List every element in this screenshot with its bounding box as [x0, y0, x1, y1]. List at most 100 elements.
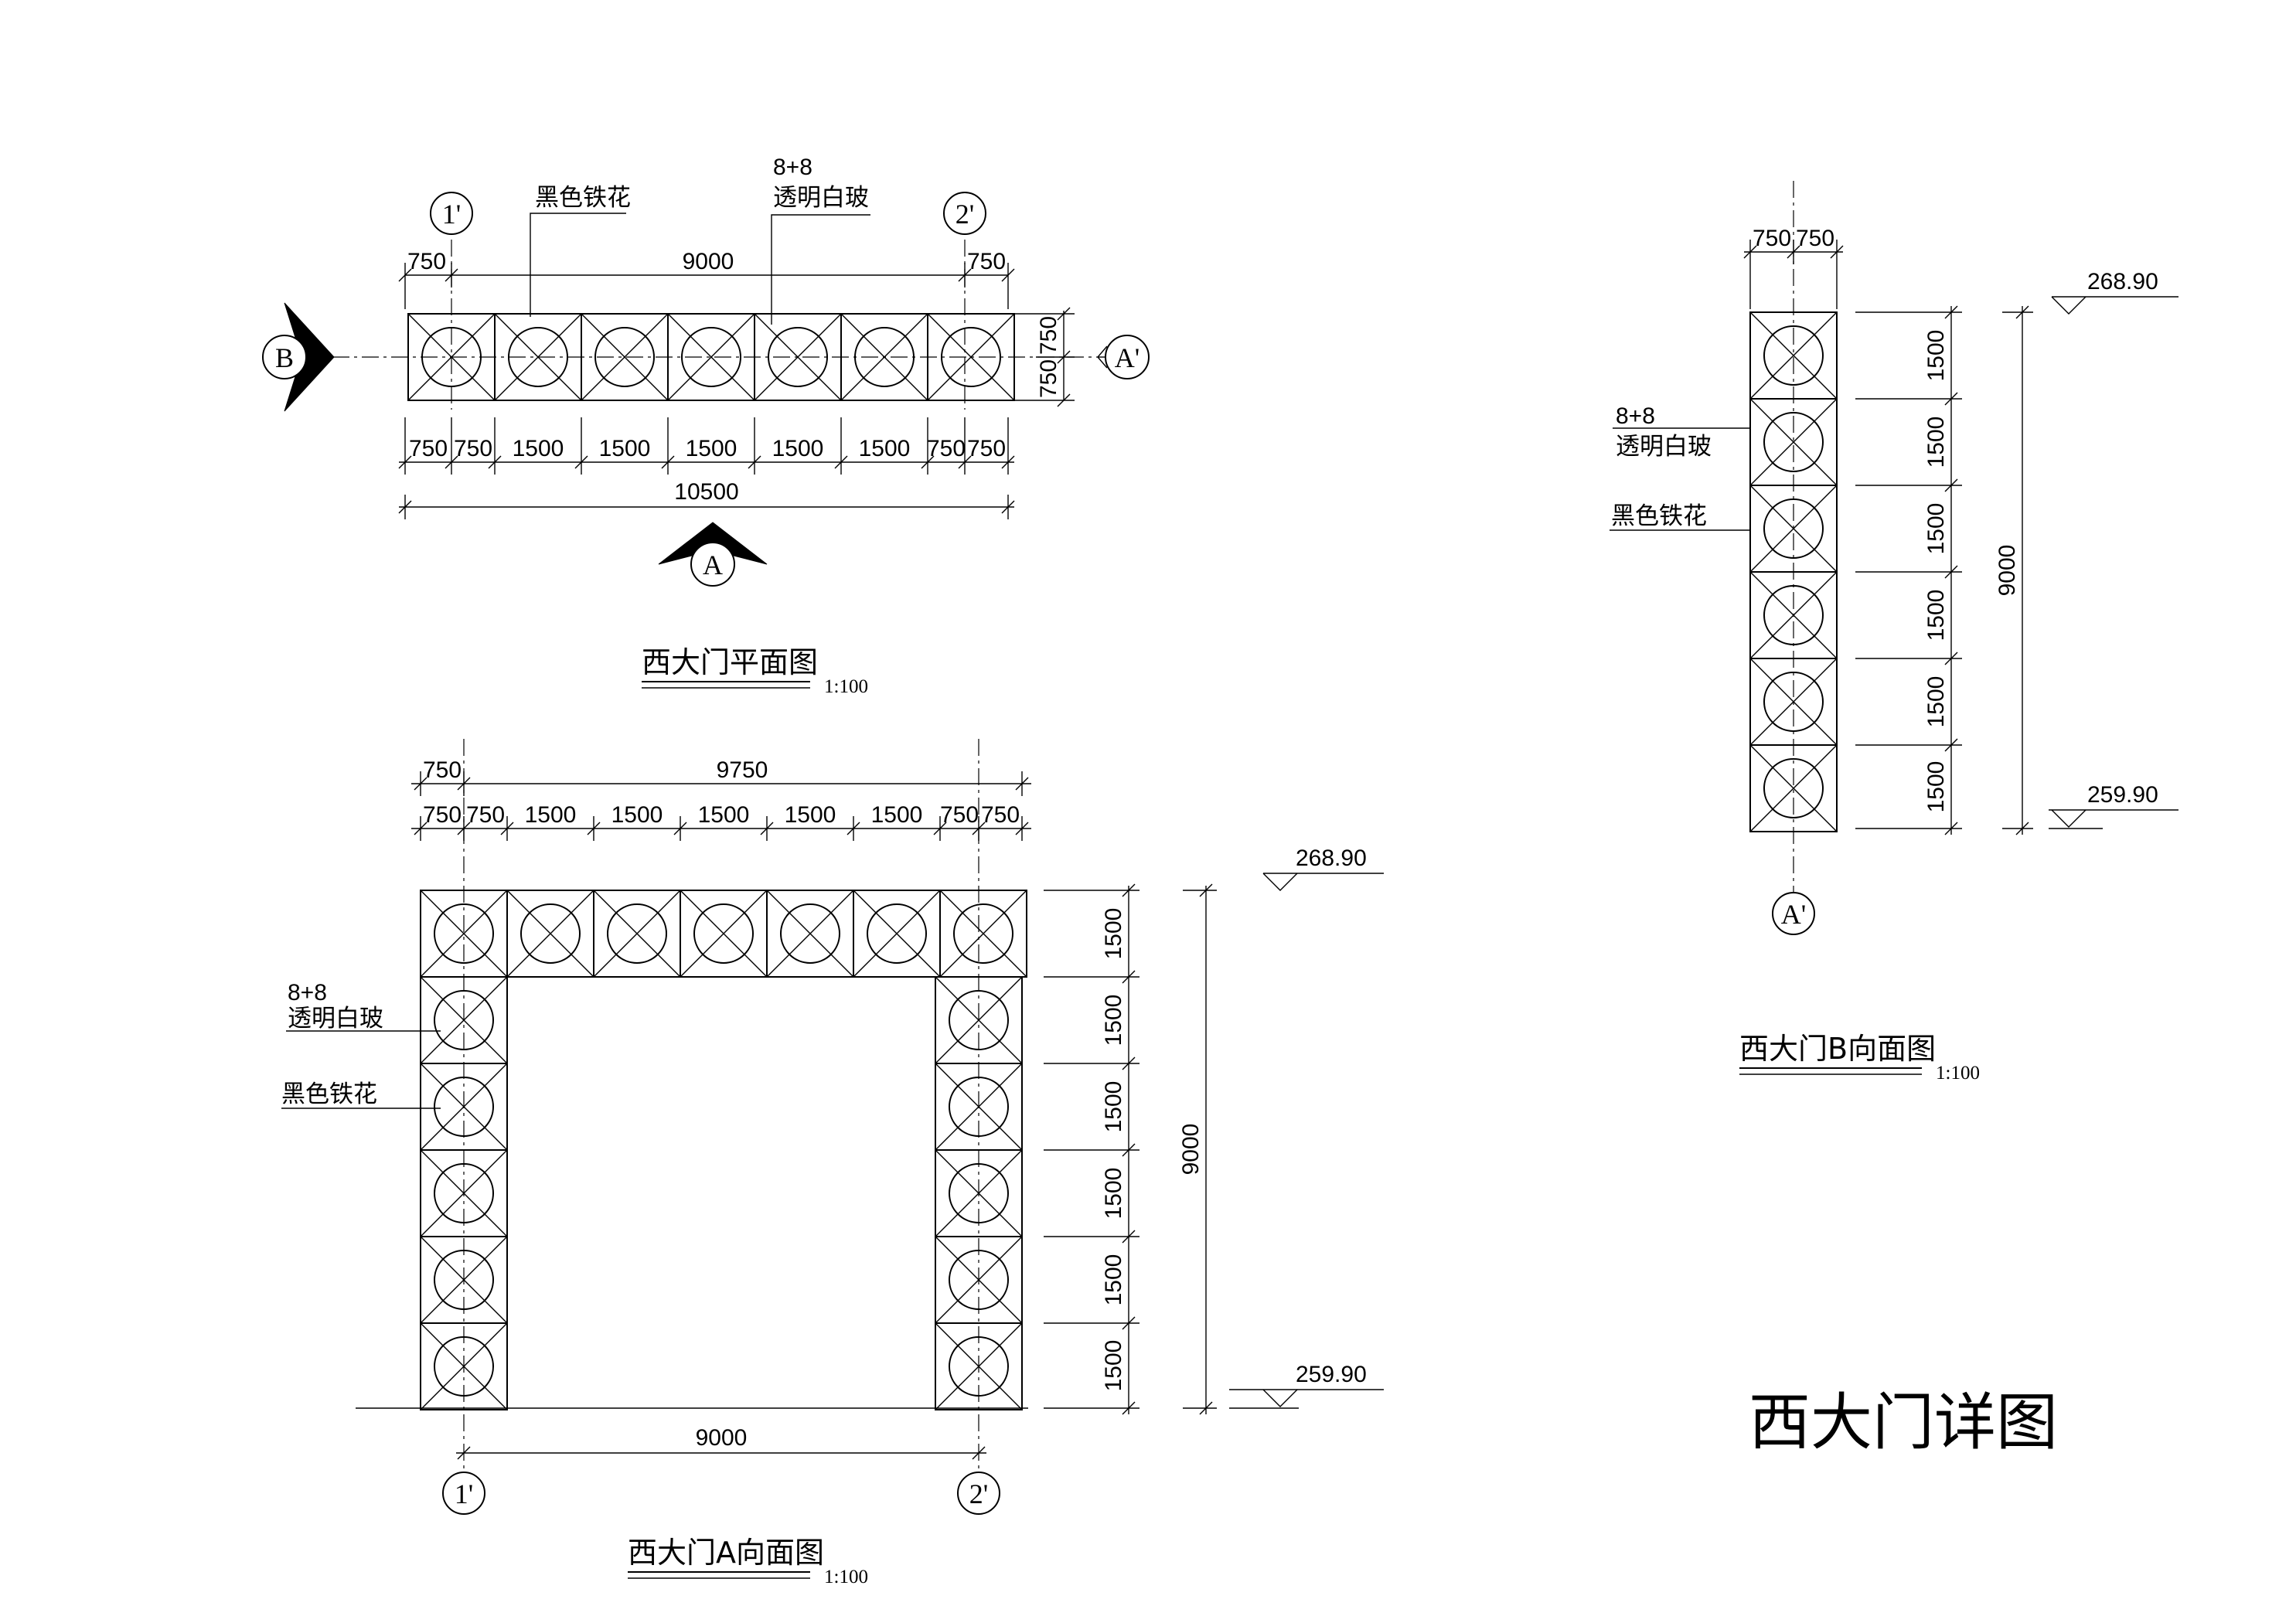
plan-top-dim-left: 750 — [407, 249, 446, 274]
eb-top-dim-ticks — [1743, 240, 1844, 309]
eb-level-top-mark — [2051, 296, 2178, 315]
ea-scale: 1:100 — [824, 1567, 868, 1587]
ea-top-dim-2-2: 1500 — [525, 802, 577, 828]
plan-bottom-dim-1: 750 — [454, 436, 492, 461]
ea-top-dim-2-ticks — [414, 816, 1029, 841]
plan-note-iron: 黑色铁花 — [535, 184, 631, 212]
section-b-bubble — [262, 335, 307, 379]
plan-bottom-dim-5: 1500 — [772, 436, 824, 461]
plan-iron-leader — [530, 213, 626, 317]
ea-axis-bubble-2 — [957, 1472, 1000, 1515]
ea-bottom-dim-ticks — [457, 1446, 986, 1460]
eb-cell — [1749, 398, 1838, 486]
eb-height-dim-ticks — [2002, 305, 2033, 835]
eb-right-dim-5: 1500 — [1923, 761, 1949, 813]
ea-cell — [593, 890, 681, 978]
ea-top-dim-2-1: 750 — [466, 802, 505, 828]
eb-cell — [1749, 744, 1838, 832]
plan-top-dim-ticks — [398, 263, 1015, 309]
plan-glass-leader — [771, 214, 870, 325]
ea-top-dim-2-4: 1500 — [698, 802, 750, 828]
ea-height-dim-ticks — [1183, 883, 1217, 1415]
section-a-bubble — [690, 542, 735, 587]
view-a-prime-bubble — [1105, 335, 1150, 379]
ea-right-dim-ticks — [1044, 883, 1139, 1415]
plan-bottom-dim-4: 1500 — [686, 436, 738, 461]
plan-bottom-dim-3: 1500 — [599, 436, 651, 461]
ea-axis-label-1: 1' — [455, 1478, 474, 1509]
view-a-prime-label: A' — [1115, 342, 1139, 373]
eb-right-dim-2: 1500 — [1923, 503, 1949, 555]
eb-note-glass-spec: 8+8 — [1616, 403, 1655, 429]
plan-scale: 1:100 — [824, 676, 868, 697]
ea-cell — [506, 890, 594, 978]
plan-cell — [667, 313, 755, 401]
plan-bottom-dim-6: 1500 — [859, 436, 911, 461]
section-b-label: B — [275, 342, 294, 373]
plan-right-dim-ticks — [1008, 307, 1075, 407]
plan-cell — [581, 313, 669, 401]
plan-top-dim-span: 9000 — [683, 249, 734, 274]
ea-axis-bubble-1 — [442, 1472, 485, 1515]
eb-height-dim: 9000 — [1995, 545, 2020, 597]
ea-right-dim-1: 1500 — [1101, 995, 1126, 1046]
eb-top-dim-1: 750 — [1753, 226, 1791, 251]
ea-right-dim-3: 1500 — [1101, 1168, 1126, 1220]
eb-level-top: 268.90 — [2087, 269, 2158, 294]
sheet-title: 西大门详图 — [1749, 1387, 2058, 1458]
plan-right-dim-1: 750 — [1036, 316, 1061, 355]
ea-axis-label-2: 2' — [969, 1478, 989, 1509]
plan-bottom-dim-0: 750 — [409, 436, 448, 461]
eb-axis-bubble — [1772, 892, 1815, 935]
ea-cell — [853, 890, 941, 978]
eb-title: 西大门B向面图 — [1739, 1032, 1936, 1066]
ea-level-bottom: 259.90 — [1296, 1362, 1367, 1387]
ea-top-dim-2-5: 1500 — [785, 802, 836, 828]
ea-note-iron: 黑色铁花 — [281, 1080, 377, 1108]
eb-right-dim-1: 1500 — [1923, 417, 1949, 468]
ea-level-bottom-mark — [1229, 1389, 1384, 1409]
eb-right-dim-3: 1500 — [1923, 590, 1949, 641]
plan-bottom-dim-2: 1500 — [513, 436, 564, 461]
elevation-a-cells — [420, 890, 1027, 1410]
eb-note-iron: 黑色铁花 — [1611, 502, 1707, 530]
ea-top-dim-1-ticks — [414, 771, 1029, 796]
ea-note-glass-spec: 8+8 — [288, 980, 327, 1005]
ea-top-dim-2-7: 750 — [940, 802, 979, 828]
plan-axis-label-1: 1' — [442, 199, 462, 230]
eb-level-bottom-mark — [2049, 809, 2178, 829]
eb-level-bottom: 259.90 — [2087, 782, 2158, 808]
plan-view: 1' 2' 750 9000 750 750 750 — [262, 155, 1150, 697]
eb-scale: 1:100 — [1936, 1063, 1980, 1084]
ea-top-dim-1-span: 9750 — [717, 757, 768, 783]
ea-cell — [939, 890, 1027, 978]
ea-height-dim: 9000 — [1178, 1124, 1204, 1176]
eb-cell — [1749, 311, 1838, 400]
ea-top-dim-2-3: 1500 — [611, 802, 663, 828]
plan-overall-dim-ticks — [398, 495, 1015, 519]
ea-right-dim-5: 1500 — [1101, 1340, 1126, 1392]
ea-level-top-mark — [1262, 873, 1384, 891]
ea-cell — [680, 890, 768, 978]
ea-top-dim-2-8: 750 — [981, 802, 1020, 828]
eb-right-dim-ticks — [1855, 305, 1962, 835]
eb-top-dim-2: 750 — [1796, 226, 1834, 251]
ea-cell — [420, 890, 508, 978]
view-a-prime-arrow — [1097, 345, 1108, 369]
ea-level-top: 268.90 — [1296, 846, 1367, 871]
plan-axis-bubble-1 — [430, 192, 473, 235]
eb-right-dim-0: 1500 — [1923, 330, 1949, 382]
plan-bottom-dim-8: 750 — [967, 436, 1006, 461]
ea-bottom-width: 9000 — [696, 1425, 748, 1451]
plan-axis-bubble-2 — [943, 192, 986, 235]
ea-top-dim-2-0: 750 — [423, 802, 462, 828]
plan-title: 西大门平面图 — [642, 645, 818, 679]
ea-right-dim-2: 1500 — [1101, 1081, 1126, 1133]
section-a-label: A — [703, 550, 723, 580]
ea-top-dim-2-6: 1500 — [871, 802, 923, 828]
